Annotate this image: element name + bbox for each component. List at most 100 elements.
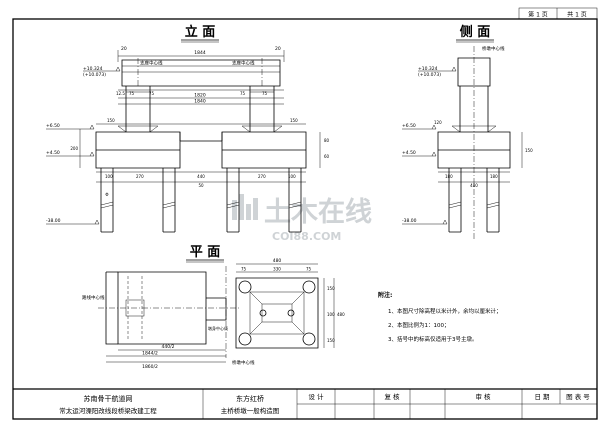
plan-dim-150-a: 150 <box>327 286 335 291</box>
side-center-label: 桥墩中心线 <box>482 45 505 52</box>
side-elev-top-1: +10.324 <box>418 66 438 72</box>
plan-dim-480: 480 <box>273 258 282 264</box>
side-elev-cap-top: +6.50 <box>402 123 416 129</box>
plan-dim-100: 100 <box>327 312 335 317</box>
plan-dim-75-a: 75 <box>241 267 247 272</box>
side-title: 侧 面 <box>460 24 491 40</box>
sign-sheet-no: 图 表 号 <box>566 392 590 401</box>
elev-cap-bot: +4.50 <box>46 150 60 156</box>
side-view: 侧 面 桥墩中心线 +10.324 (+10.073) 120 +6.50 +4… <box>402 24 533 240</box>
plan-pier-top <box>117 271 207 345</box>
pier-column-right <box>249 86 275 132</box>
page-total: 共 1 页 <box>567 11 587 19</box>
side-dim-180-b: 180 <box>490 174 498 179</box>
elev-top-1: +10.324 <box>83 66 103 72</box>
notes: 附注: 1、本图尺寸除高程以米计外，余均以厘米计； 2、本图比例为1：100； … <box>378 291 502 343</box>
dim-12-5: 12.5 <box>116 91 125 96</box>
dim-1820: 1820 <box>194 93 206 99</box>
side-pier-top <box>457 57 491 87</box>
dim-50: 50 <box>198 183 204 188</box>
sign-design: 设 计 <box>308 392 324 401</box>
plan-pile-1 <box>238 280 252 294</box>
side-elev-pile-tip: -38.00 <box>402 218 417 224</box>
sign-check: 复 核 <box>384 392 400 401</box>
sign-date: 日 期 <box>534 393 550 401</box>
pile-cap-left <box>95 131 181 169</box>
dim-75-a: 75 <box>129 91 135 96</box>
dim-1844: 1844 <box>194 50 206 56</box>
side-dim-480: 480 <box>470 183 478 188</box>
plan-dim-75-b: 75 <box>306 267 312 272</box>
watermark: 土木在线 COI88.COM <box>232 194 372 243</box>
page-number: 第 1 页 <box>528 11 548 19</box>
dim-440: 440 <box>197 174 205 179</box>
dim-1840: 1840 <box>194 99 206 105</box>
pile-cap-right <box>221 131 307 169</box>
dim-150-b: 150 <box>290 118 298 123</box>
dim-200: 200 <box>70 146 78 151</box>
side-pier-column <box>459 86 489 132</box>
dim-270: 270 <box>136 174 144 179</box>
dim-20-left: 20 <box>121 46 127 52</box>
dim-270-b: 270 <box>258 174 266 179</box>
drawing-line-1: 东方红桥 <box>236 394 264 403</box>
dim-100-b: 100 <box>288 174 296 179</box>
dim-75-b: 75 <box>149 91 155 96</box>
side-pile-cap <box>437 131 511 169</box>
elev-top-2: (+10.073) <box>83 72 106 78</box>
notes-heading: 附注: <box>378 291 392 299</box>
dim-75-d: 75 <box>262 91 268 96</box>
plan-dim-440-half: 440/2 <box>162 344 175 350</box>
dim-150-a: 150 <box>107 118 115 123</box>
project-line-2: 常太运河溧阳改线段桥梁改建工程 <box>59 406 157 415</box>
side-elev-top-2: (+10.073) <box>418 72 441 78</box>
svg-text:Φ: Φ <box>105 192 108 197</box>
bearing-center-label-right: 支座中心线 <box>232 60 255 67</box>
bearing-center-label-left: 支座中心线 <box>140 60 163 67</box>
dim-75-c: 75 <box>240 91 246 96</box>
plan-title: 平 面 <box>190 245 221 260</box>
plan-dim-480-v: 480 <box>337 312 345 317</box>
plan-dim-1860-half: 1860/2 <box>142 364 158 370</box>
project-line-1: 苏南骨干航道网 <box>84 394 133 403</box>
piles-elevation: Φ <box>100 168 302 233</box>
plan-dim-330: 330 <box>273 267 281 272</box>
elevation-title: 立 面 <box>185 24 216 40</box>
sign-review: 审 核 <box>475 392 491 401</box>
plan-bridge-center-label: 桥墩中心线 <box>232 359 255 366</box>
dim-100-a: 100 <box>105 174 113 179</box>
side-elev-cap-bot: +4.50 <box>402 150 416 156</box>
plan-pile-cap <box>235 277 319 349</box>
elev-cap-top: +6.50 <box>46 123 60 129</box>
note-2: 2、本图比例为1：100； <box>388 321 450 329</box>
plan-cap-left <box>105 271 118 345</box>
plan-route-center-label: 路线中心线 <box>82 294 105 301</box>
watermark-text: 土木在线 <box>264 197 372 228</box>
drawing-line-2: 主桥桥墩一般构造图 <box>221 406 280 415</box>
watermark-url: COI88.COM <box>272 230 341 243</box>
note-3: 3、括号中的标高仅适用于3号主墩。 <box>388 335 478 343</box>
plan-view: 平 面 路线中心线 墩身中心线 桥墩中心线 440/2 1844/2 1860/… <box>82 245 345 370</box>
drawing-frame <box>12 18 598 420</box>
plan-pier-center-label: 墩身中心线 <box>208 325 228 331</box>
plan-pile-4 <box>302 332 316 346</box>
plan-dim-150-b: 150 <box>327 338 335 343</box>
pier-column-left <box>125 86 151 132</box>
side-dim-150: 150 <box>525 148 533 153</box>
piles-side <box>448 168 500 233</box>
pier-top-block <box>121 59 281 87</box>
side-dim-120: 120 <box>434 120 442 125</box>
dim-80: 80 <box>324 138 330 143</box>
plan-dim-1844-half: 1844/2 <box>142 351 158 357</box>
dim-60: 60 <box>324 154 330 159</box>
title-block: 苏南骨干航道网 常太运河溧阳改线段桥梁改建工程 东方红桥 主桥桥墩一般构造图 设… <box>13 388 597 419</box>
plan-pile-2 <box>302 280 316 294</box>
plan-pile-3 <box>238 332 252 346</box>
watermark-logo-icon <box>232 194 258 220</box>
elev-pile-tip: -38.00 <box>46 218 61 224</box>
elevation-view: 立 面 20 1844 20 支座中心线 支座中心线 +10.324 (+10.… <box>46 24 330 233</box>
page-counter: 第 1 页 共 1 页 <box>518 7 598 20</box>
note-1: 1、本图尺寸除高程以米计外，余均以厘米计； <box>388 307 502 315</box>
dim-20-right: 20 <box>275 46 281 52</box>
